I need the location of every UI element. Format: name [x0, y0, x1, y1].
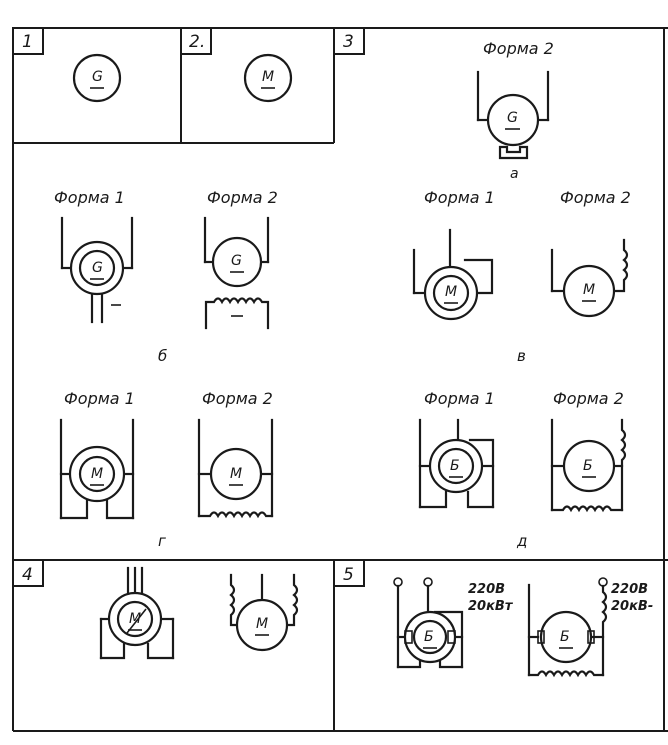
panel-5-generator-1: Б: [393, 577, 464, 669]
svg-text:G: G: [231, 253, 242, 269]
motor-symbol: M: [243, 53, 293, 103]
svg-text:Форма 2: Форма 2: [483, 39, 554, 58]
section-d-form2: Форма 2 Б: [550, 389, 627, 513]
section-g-form1: Форма 1 M: [59, 389, 135, 520]
svg-text:M: M: [91, 466, 103, 482]
panel-3a-generator: Форма 2 G а: [476, 39, 554, 182]
panel-4-motor-3phase: M: [99, 566, 175, 660]
panel-5-number: 5: [333, 559, 365, 587]
svg-text:5: 5: [343, 565, 354, 585]
caption-b: б: [158, 347, 167, 365]
svg-text:M: M: [583, 282, 595, 298]
panel-3-number: 3: [333, 27, 365, 55]
svg-text:Форма 2: Форма 2: [560, 188, 631, 207]
section-v-form2: Форма 2 M: [550, 188, 631, 318]
panel-5-generator-2: Б: [527, 577, 608, 678]
svg-text:M: M: [262, 69, 274, 85]
svg-text:Форма 2: Форма 2: [202, 389, 273, 408]
spec-voltage-1: 220В: [468, 582, 505, 597]
caption-g: г: [158, 532, 166, 550]
svg-text:G: G: [507, 110, 518, 126]
svg-text:Б: Б: [424, 629, 434, 645]
svg-text:Форма 1: Форма 1: [54, 188, 125, 207]
svg-text:M: M: [230, 466, 242, 482]
section-d-form1: Форма 1 Б: [418, 389, 495, 509]
svg-text:G: G: [92, 260, 103, 276]
section-g-form2: Форма 2 M: [197, 389, 274, 519]
svg-text:2.: 2.: [189, 32, 205, 52]
svg-text:G: G: [92, 69, 103, 85]
caption-d: д: [516, 532, 527, 550]
section-b-form2: Форма 2 G: [203, 188, 278, 330]
panel-4-number: 4: [12, 559, 44, 587]
svg-text:Б: Б: [583, 458, 593, 474]
panel-4-motor-coils: M: [229, 573, 299, 652]
panel-1-number: 1: [12, 27, 44, 55]
svg-text:M: M: [256, 616, 268, 632]
svg-text:Б: Б: [450, 458, 460, 474]
spec-power-1: 20кВт: [468, 599, 514, 614]
generator-symbol: G: [72, 53, 122, 103]
svg-text:3: 3: [343, 32, 354, 52]
section-v-form1: Форма 1 M: [412, 188, 495, 321]
svg-text:Форма 2: Форма 2: [553, 389, 624, 408]
svg-text:4: 4: [22, 565, 33, 585]
spec-power-2: 20кВ-: [611, 599, 653, 614]
svg-text:1: 1: [22, 32, 33, 52]
svg-text:Б: Б: [560, 629, 570, 645]
svg-text:M: M: [129, 611, 141, 627]
svg-text:а: а: [510, 166, 519, 182]
svg-text:Форма 1: Форма 1: [424, 188, 495, 207]
caption-v: в: [517, 347, 526, 365]
svg-text:Форма 1: Форма 1: [64, 389, 135, 408]
svg-text:Форма 2: Форма 2: [207, 188, 278, 207]
section-b-form1: Форма 1 G: [54, 188, 134, 324]
svg-text:M: M: [445, 284, 457, 300]
spec-voltage-2: 220В: [611, 582, 648, 597]
panel-2-number: 2.: [180, 27, 212, 55]
svg-text:Форма 1: Форма 1: [424, 389, 495, 408]
